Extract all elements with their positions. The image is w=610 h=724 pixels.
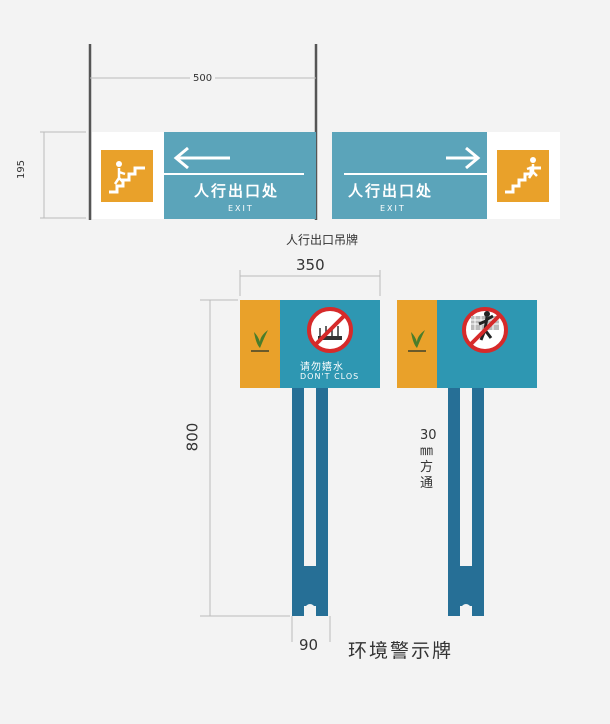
sign2-logo-strip <box>397 300 437 388</box>
warning-sign-dimensions <box>200 270 381 642</box>
right-sign-white-panel <box>487 132 560 219</box>
sign1-logo-strip <box>240 300 280 388</box>
height-dimension-label-2: 800 <box>183 422 202 452</box>
right-sign-title: 人行出口处 <box>348 182 434 200</box>
right-sign-divider <box>344 173 487 175</box>
leaf-logo-icon-2 <box>408 330 426 352</box>
sign1-text-en: DON'T CLOS <box>300 372 360 381</box>
sign2-post-base <box>448 566 484 606</box>
left-sign-white-panel <box>92 132 164 219</box>
width-dimension-label: 500 <box>190 73 216 84</box>
sign1-post-right <box>316 388 328 616</box>
sign1-text-cn: 请勿嬉水 <box>300 362 344 373</box>
post-material-note: 30㎜方通 <box>420 428 437 491</box>
hanging-sign-caption: 人行出口吊牌 <box>286 233 359 247</box>
sign1-post-left <box>292 388 304 616</box>
arrow-right-icon <box>446 146 481 170</box>
right-sign-subtitle: EXIT <box>380 204 406 213</box>
stairs-up-icon <box>101 150 153 202</box>
arrow-left-icon <box>173 146 230 170</box>
sign2-panel <box>397 300 537 388</box>
left-sign-divider <box>164 173 304 175</box>
width-dimension-label-2: 350 <box>296 256 325 274</box>
height-dimension-label: 195 <box>16 159 28 180</box>
sign2-post-notch <box>461 604 471 616</box>
stairs-up-icon-right <box>497 150 549 202</box>
leaf-logo-icon <box>251 330 269 352</box>
left-sign-subtitle: EXIT <box>228 204 254 213</box>
warning-signs-caption: 环境警示牌 <box>348 640 454 662</box>
left-sign-teal-panel: 人行出口处 EXIT <box>164 132 316 219</box>
no-water-play-icon <box>307 307 353 353</box>
sign1-post-notch <box>305 604 315 616</box>
hanging-sign-dimensions <box>40 44 318 220</box>
sign2-post-right <box>472 388 484 616</box>
post-dimension-label: 90 <box>299 636 319 654</box>
sign2-post-left <box>448 388 460 616</box>
sign1-panel: 请勿嬉水 DON'T CLOS <box>240 300 380 388</box>
left-sign-title: 人行出口处 <box>194 182 280 200</box>
sign1-post-base <box>292 566 328 606</box>
right-sign-teal-panel: 人行出口处 EXIT <box>332 132 487 219</box>
no-climbing-icon <box>462 307 508 353</box>
